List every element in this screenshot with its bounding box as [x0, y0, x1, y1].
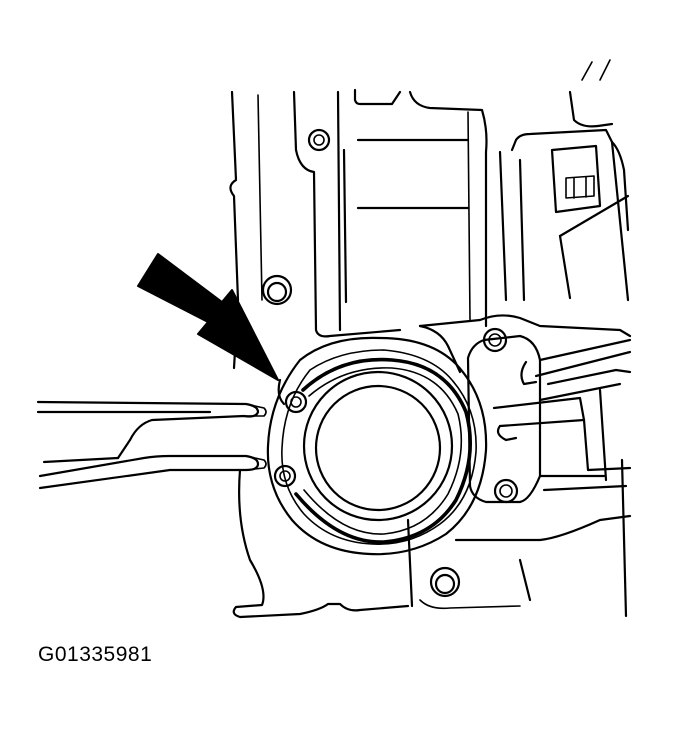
engine-block-housing — [229, 59, 632, 619]
pump-bracket — [418, 314, 632, 504]
front-seal-housing — [266, 336, 488, 556]
retaining-snap-ring-icon — [273, 357, 472, 544]
figure-id-label: G01335981 — [38, 643, 153, 666]
snap-ring-pliers-icon — [36, 400, 267, 490]
arrow-icon — [137, 253, 279, 381]
